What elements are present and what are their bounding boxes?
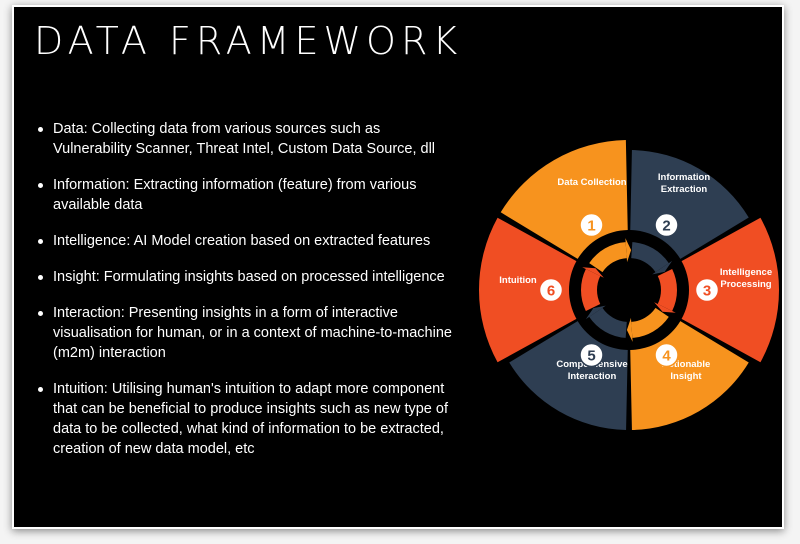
bullet-information: Information: Extracting information (fea… bbox=[38, 175, 458, 215]
number-badge-5 bbox=[579, 342, 604, 368]
cycle-arrow-head bbox=[582, 267, 604, 278]
number-badge-2 bbox=[654, 212, 679, 238]
cycle-arc bbox=[631, 242, 669, 273]
cycle-arrow-head bbox=[625, 238, 632, 263]
number-text-2: 2 bbox=[662, 218, 670, 235]
slide-title: DATA FRAMEWORK bbox=[34, 19, 463, 63]
number-badge-3 bbox=[694, 277, 720, 303]
cycle-arc bbox=[589, 307, 627, 338]
segment-6 bbox=[479, 217, 577, 363]
bullet-list: Data: Collecting data from various sourc… bbox=[38, 119, 458, 475]
bullet-insight: Insight: Formulating insights based on p… bbox=[38, 267, 458, 287]
bullet-intuition: Intuition: Utilising human's intuition t… bbox=[38, 379, 458, 459]
wheel-center-cycle bbox=[571, 232, 687, 348]
center-hole bbox=[603, 264, 655, 316]
number-text-4: 4 bbox=[662, 347, 671, 364]
cycle-arrow-head bbox=[654, 302, 676, 313]
cycle-arc bbox=[581, 268, 601, 312]
number-badge-4 bbox=[654, 342, 679, 368]
segment-label-1: Data Collection bbox=[557, 177, 626, 188]
segment-label-6: Intuition bbox=[499, 275, 537, 286]
segment-3 bbox=[681, 217, 779, 363]
number-badge-1 bbox=[579, 212, 604, 238]
bullet-data: Data: Collecting data from various sourc… bbox=[38, 119, 458, 159]
number-badge-6 bbox=[538, 277, 564, 303]
cycle-arrow-head bbox=[626, 317, 633, 342]
slide: DATA FRAMEWORK Data: Collecting data fro… bbox=[12, 5, 784, 529]
bullet-interaction: Interaction: Presenting insights in a fo… bbox=[38, 303, 458, 363]
number-text-5: 5 bbox=[587, 347, 595, 364]
cycle-arc bbox=[589, 242, 627, 273]
number-text-6: 6 bbox=[547, 283, 555, 300]
bullet-intelligence: Intelligence: AI Model creation based on… bbox=[38, 231, 458, 251]
cycle-arc bbox=[631, 307, 669, 338]
number-text-3: 3 bbox=[703, 283, 711, 300]
number-text-1: 1 bbox=[587, 218, 595, 235]
cycle-arc bbox=[657, 268, 677, 312]
